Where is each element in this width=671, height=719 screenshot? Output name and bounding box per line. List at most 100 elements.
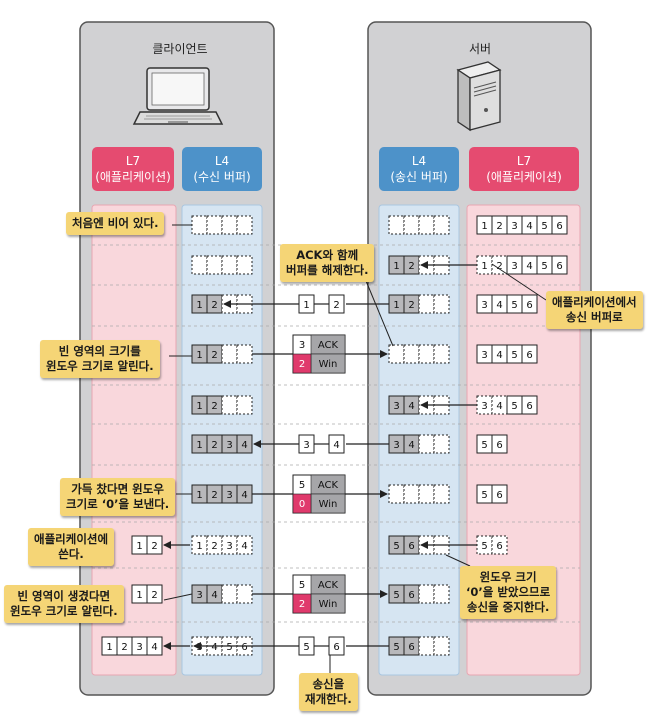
note-free-space-window: 빈 영역의 크기를 윈도우 크기로 알린다. [40, 340, 160, 378]
win-value-bg [292, 593, 312, 614]
server-buffer-text: 5 [393, 590, 399, 601]
note-window-zero-stop: 윈도우 크기 ‘0’을 받았으므로 송신을 중지한다. [460, 566, 557, 619]
server-buffer-text: 3 [393, 440, 399, 451]
server-buffer-cell [433, 294, 450, 314]
ack-label: ACK [318, 580, 339, 591]
server-app-text: 5 [511, 300, 517, 311]
ack-label: ACK [318, 480, 339, 491]
server-app-text: 5 [481, 440, 487, 451]
server-buffer-text: 5 [393, 642, 399, 653]
client-buffer-text: 1 [196, 440, 202, 451]
server-app-text: 2 [496, 261, 502, 272]
data-segment-text: 5 [303, 642, 309, 653]
ack-number: 5 [299, 480, 305, 491]
server-app-text: 4 [526, 261, 532, 272]
server-app-cell [551, 255, 568, 275]
client-buffer-text: 4 [211, 642, 217, 653]
server-app-cell [491, 535, 508, 555]
note-pointer [491, 263, 547, 301]
client-buffer-text: 2 [211, 350, 217, 361]
server-buffer-cell [418, 344, 435, 364]
server-buffer-header: L4 (송신 버퍼) [379, 147, 459, 191]
client-app-cell [146, 636, 163, 656]
client-app-text: 2 [121, 642, 127, 653]
ack-label: ACK [318, 340, 339, 351]
client-app-text: 2 [151, 541, 157, 552]
client-buffer-cell [221, 344, 238, 364]
server-app-cell [491, 434, 508, 454]
server-app-text: 6 [526, 401, 532, 412]
server-buffer-cell [418, 584, 435, 604]
server-title: 서버 [468, 42, 492, 56]
client-buffer-text: 2 [211, 490, 217, 501]
data-segment-text: 4 [333, 440, 339, 451]
server-app-text: 4 [526, 221, 532, 232]
server-app-text: 4 [496, 300, 502, 311]
server-app-text: 6 [496, 490, 502, 501]
server-app-cell [491, 484, 508, 504]
server-app-header: L7 (애플리케이션) [469, 147, 579, 191]
server-app-text: 3 [511, 221, 517, 232]
server-buffer-text: 6 [408, 541, 414, 552]
server-app-text: 5 [511, 401, 517, 412]
client-buffer-text: 1 [196, 401, 202, 412]
note-pointer [363, 275, 394, 347]
client-app-text: 1 [106, 642, 112, 653]
data-segment-text: 3 [303, 440, 309, 451]
server-buffer-cell [418, 636, 435, 656]
client-buffer-text: 2 [211, 541, 217, 552]
client-buffer-text: 4 [241, 490, 247, 501]
server-buffer-text: 1 [393, 261, 399, 272]
server-buffer-cell [388, 344, 405, 364]
server-app-text: 6 [556, 221, 562, 232]
client-buffer-text: 4 [241, 440, 247, 451]
client-buffer-text: 1 [196, 541, 202, 552]
server-app-cell [521, 294, 538, 314]
server-app-cell [521, 344, 538, 364]
client-buffer-cell [221, 584, 238, 604]
note-empty-at-first: 처음엔 비어 있다. [66, 212, 165, 235]
client-buffer-cell [236, 395, 253, 415]
note-resume: 송신을 재개한다. [299, 673, 358, 711]
server-app-cell [521, 395, 538, 415]
client-buffer-text: 4 [211, 590, 217, 601]
server-buffer-cell [403, 344, 420, 364]
server-app-text: 5 [481, 490, 487, 501]
client-buffer-cell [206, 255, 223, 275]
data-segment-text: 6 [333, 642, 339, 653]
note-ack-release: ACK와 함께 버퍼를 해제한다. [280, 244, 375, 282]
client-buffer-text: 3 [226, 490, 232, 501]
client-app-cell [146, 535, 163, 555]
client-buffer-text: 3 [196, 590, 202, 601]
server-buffer-cell [388, 484, 405, 504]
server-app-text: 3 [481, 300, 487, 311]
client-buffer-cell [236, 584, 253, 604]
server-buffer-text: 4 [408, 401, 414, 412]
server-buffer-text: 4 [408, 440, 414, 451]
server-buffer-text: 1 [393, 300, 399, 311]
client-app-header: L7 (애플리케이션) [92, 147, 174, 191]
server-buffer-cell [418, 294, 435, 314]
server-buffer-cell [388, 215, 405, 235]
server-app-text: 5 [481, 541, 487, 552]
server-buffer-text: 3 [393, 401, 399, 412]
client-buffer-text: 5 [226, 642, 232, 653]
win-number: 2 [299, 359, 305, 370]
client-buffer-text: 3 [226, 541, 232, 552]
server-buffer-cell [403, 484, 420, 504]
laptop-icon [132, 67, 224, 125]
client-buffer-text: 1 [196, 300, 202, 311]
client-app-text: 4 [151, 642, 157, 653]
server-app-text: 4 [496, 401, 502, 412]
server-app-text: 1 [481, 221, 487, 232]
server-app-text: 5 [541, 221, 547, 232]
server-app-text: 6 [496, 541, 502, 552]
server-app-text: 2 [496, 221, 502, 232]
client-buffer-cell [236, 344, 253, 364]
client-buffer-text: 3 [196, 642, 202, 653]
server-app-text: 1 [481, 261, 487, 272]
client-buffer-text: 2 [211, 300, 217, 311]
client-buffer-text: 1 [196, 490, 202, 501]
client-buffer-cell [221, 395, 238, 415]
